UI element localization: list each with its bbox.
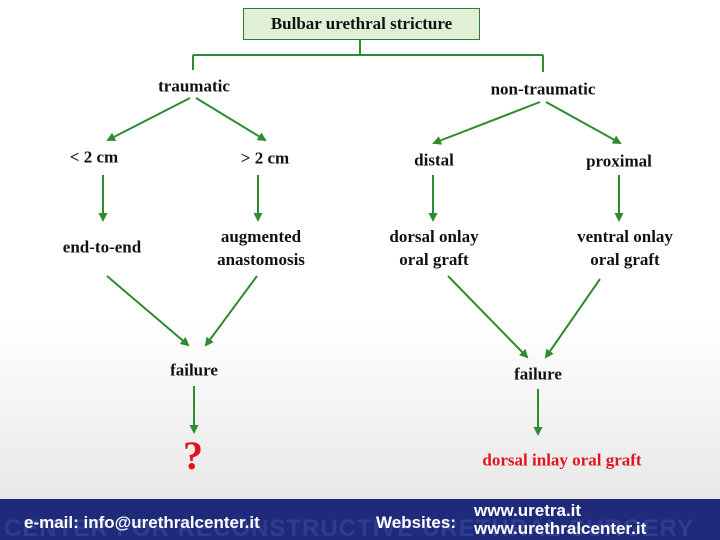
node-failure-right: failure — [514, 364, 562, 384]
diagram-title: Bulbar urethral stricture — [243, 8, 480, 40]
arrow-nontraumatic-distal — [432, 101, 541, 145]
node-question-mark: ? — [183, 433, 203, 478]
node-dorsal-onlay: dorsal onlay oral graft — [389, 225, 478, 271]
node-non-traumatic: non-traumatic — [490, 79, 596, 99]
footer-email[interactable]: e-mail: info@urethralcenter.it — [24, 513, 260, 532]
node-ventral-onlay-line1: ventral onlay — [577, 227, 673, 246]
node-dorsal-inlay-oral-graft: dorsal inlay oral graft — [482, 450, 642, 470]
footer-websites-label: Websites: — [376, 513, 456, 532]
node-augmented-anastomosis: augmented anastomosis — [217, 225, 305, 271]
node-less-than-2cm: < 2 cm — [69, 147, 119, 167]
arrow-traumatic-gt2 — [195, 97, 267, 142]
arrow-dorsal-failure — [447, 275, 529, 359]
node-dorsal-onlay-line1: dorsal onlay — [389, 227, 479, 246]
node-ventral-onlay: ventral onlay oral graft — [577, 225, 673, 271]
arrow-augmented-failure — [204, 275, 258, 347]
arrow-traumatic-lt2 — [106, 97, 191, 141]
node-greater-than-2cm: > 2 cm — [240, 148, 290, 168]
node-ventral-onlay-line2: oral graft — [590, 250, 660, 269]
footer-website-2[interactable]: www.urethralcenter.it — [474, 519, 647, 538]
footer-watermark: CENTER FOR RECONSTRUCTIVE URETHRAL SURGE… — [4, 515, 695, 540]
title-bracket — [192, 38, 544, 72]
node-dorsal-onlay-line2: oral graft — [399, 250, 469, 269]
footer-bar: CENTER FOR RECONSTRUCTIVE URETHRAL SURGE… — [0, 499, 720, 540]
node-distal: distal — [414, 150, 454, 170]
arrow-endtoend-failure — [106, 275, 190, 347]
node-failure-left: failure — [170, 360, 218, 380]
node-proximal: proximal — [586, 151, 652, 171]
footer-website-1[interactable]: www.uretra.it — [474, 501, 582, 520]
flowchart: Bulbar urethral stricture traumatic non-… — [62, 8, 673, 478]
node-augmented-line2: anastomosis — [217, 250, 305, 269]
arrow-nontraumatic-proximal — [545, 101, 622, 144]
arrow-ventral-failure — [544, 278, 601, 359]
node-end-to-end: end-to-end — [62, 237, 142, 257]
node-augmented-line1: augmented — [220, 227, 302, 246]
connector-lines — [98, 38, 624, 436]
node-traumatic: traumatic — [158, 76, 230, 96]
